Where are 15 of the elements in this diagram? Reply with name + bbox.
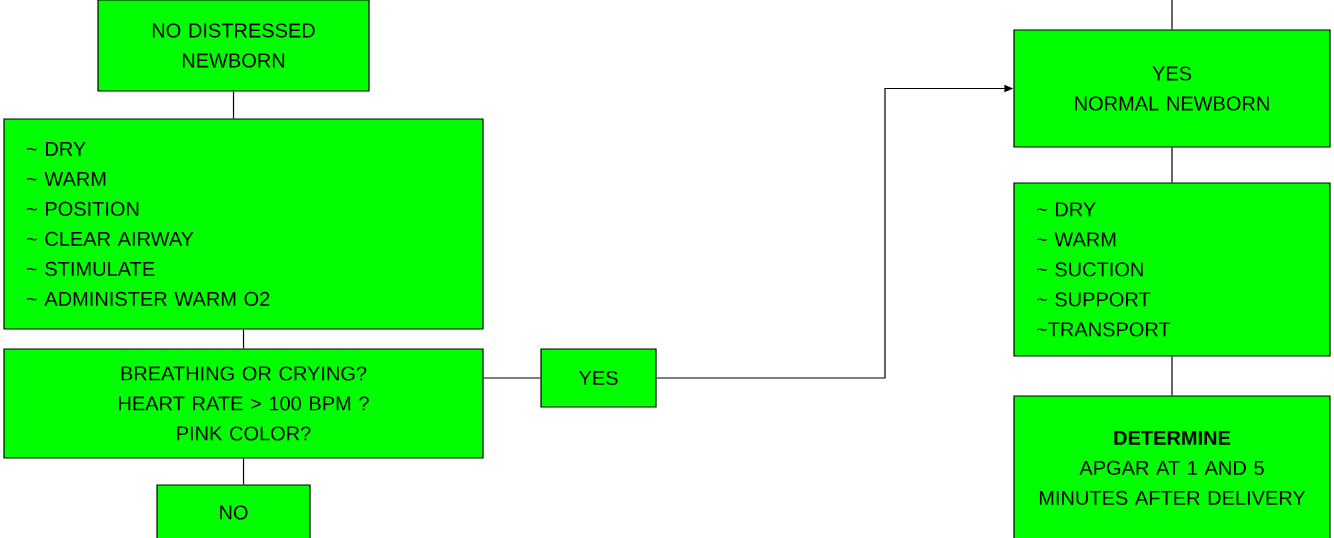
connector <box>483 377 541 379</box>
process-box: NO DISTRESSED NEWBORN <box>97 0 370 92</box>
connector <box>232 91 235 119</box>
answer-box: NO <box>156 484 311 538</box>
connector <box>242 458 245 485</box>
answer-box: YES <box>540 348 657 408</box>
steps-box: ~ DRY ~ WARM ~ SUCTION ~ SUPPORT ~TRANSPORT <box>1013 182 1331 357</box>
decision-box: BREATHING OR CRYING? HEART RATE > 100 BPM ? PINK COLOR? <box>3 348 484 459</box>
connector <box>242 329 245 349</box>
connector <box>1171 147 1173 183</box>
steps-box: ~ DRY ~ WARM ~ POSITION ~ CLEAR AIRWAY ~ STIMULATE ~ ADMINISTER WARM O2 <box>3 118 484 330</box>
process-box: YES NORMAL NEWBORN <box>1013 29 1331 148</box>
connector <box>1171 356 1173 396</box>
connector <box>1171 0 1173 30</box>
process-box: DETERMINE APGAR AT 1 AND 5 MINUTES AFTER DELIVERY <box>1013 395 1331 538</box>
